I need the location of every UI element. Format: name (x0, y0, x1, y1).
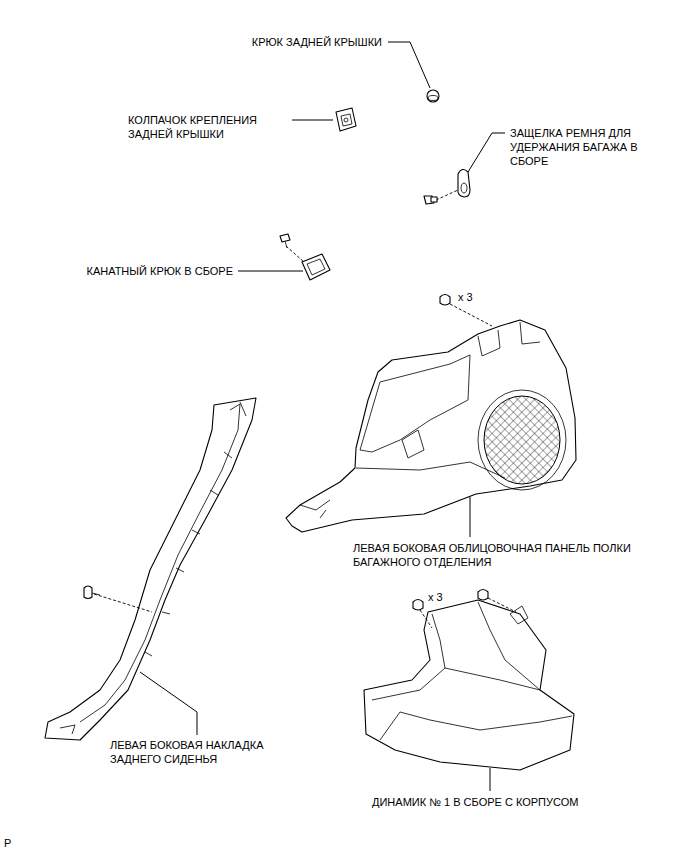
door-hook (427, 90, 439, 102)
part-label: ДИНАМИК № 1 В СБОРЕ С КОРПУСОМ (372, 795, 578, 809)
page-marker: P (4, 836, 11, 850)
quantity-label: x 3 (428, 590, 443, 604)
part-label: ЗАЩЕЛКА РЕМНЯ ДЛЯ УДЕРЖАНИЯ БАГАЖА В СБО… (510, 126, 648, 168)
part-label: КРЮК ЗАДНЕЙ КРЫШКИ (252, 35, 382, 49)
deck-trim-panel (286, 295, 576, 533)
strap-latch (424, 169, 470, 204)
part-label: ЛЕВАЯ БОКОВАЯ ОБЛИЦОВОЧНАЯ ПАНЕЛЬ ПОЛКИ … (353, 541, 643, 569)
seat-side-garnish (45, 398, 256, 740)
quantity-label: x 3 (458, 290, 473, 304)
speaker-box (364, 590, 574, 771)
door-cap (336, 108, 356, 131)
leader-lines (140, 42, 505, 791)
part-label: ЛЕВАЯ БОКОВАЯ НАКЛАДКА ЗАДНЕГО СИДЕНЬЯ (110, 738, 278, 766)
rope-hook (280, 234, 330, 280)
part-label: КАНАТНЫЙ КРЮК В СБОРЕ (86, 264, 233, 278)
part-label: КОЛПАЧОК КРЕПЛЕНИЯ ЗАДНЕЙ КРЫШКИ (128, 113, 298, 141)
